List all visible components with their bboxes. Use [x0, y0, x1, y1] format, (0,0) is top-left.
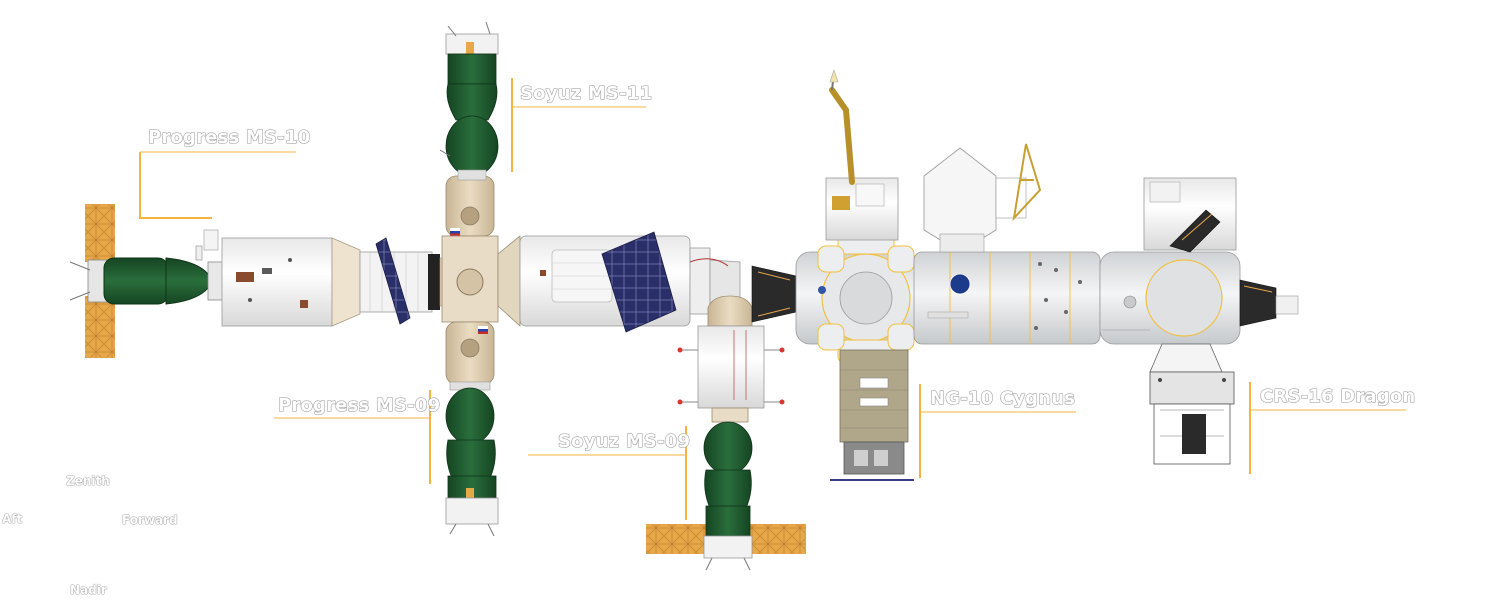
label-soyuz-ms09: Soyuz MS-09 [557, 431, 691, 453]
pma-connector-left [751, 265, 797, 323]
compass-aft: Aft [2, 512, 23, 526]
leader-lines [139, 78, 1406, 520]
label-crs16-dragon: CRS-16 Dragon [1259, 386, 1416, 408]
label-progress-ms10: Progress MS-10 [147, 127, 311, 149]
soyuz-ms11-spacecraft [439, 21, 499, 181]
zvezda-service-module [221, 237, 453, 327]
zarya-solar-array [601, 231, 677, 333]
label-soyuz-ms11: Soyuz MS-11 [519, 83, 653, 105]
compass-zenith: Zenith [66, 474, 110, 488]
crs16-dragon-spacecraft [1149, 343, 1235, 465]
rassvet-module [677, 295, 785, 423]
compass-forward: Forward [122, 513, 178, 527]
compass-nadir: Nadir [70, 583, 107, 597]
ng10-cygnus-spacecraft [830, 349, 914, 481]
progress-ms09-spacecraft [445, 381, 499, 537]
robotic-arm [829, 69, 855, 185]
upper-truss-structure [923, 143, 1042, 253]
pma-connector-right [1239, 279, 1299, 327]
progress-ms10-spacecraft [69, 204, 225, 358]
progress-ms10-leader [139, 152, 212, 219]
progress-ms10-solar-array-bottom [85, 296, 115, 358]
progress-ms10-solar-array-top [85, 204, 115, 262]
russian-node-stack [441, 175, 499, 385]
destiny-lab [913, 251, 1101, 345]
label-ng10-cygnus: NG-10 Cygnus [929, 388, 1076, 410]
label-progress-ms09: Progress MS-09 [277, 395, 441, 417]
zvezda-solar-array [375, 237, 411, 325]
unity-node [795, 229, 917, 365]
quest-airlock [825, 177, 899, 241]
soyuz-ms09-spacecraft [646, 421, 806, 571]
harmony-node [1099, 251, 1241, 345]
harmony-zenith-module [1143, 177, 1237, 253]
